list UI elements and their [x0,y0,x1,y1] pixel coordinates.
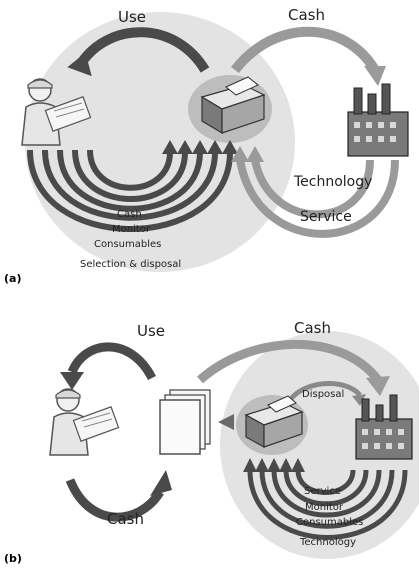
panel-a-bottom-label-2: Monitor [112,224,151,235]
panel-a: Use Cash Technology Service Cash Monitor… [4,6,409,285]
cash-arrow-b-top [196,339,382,384]
printer-icon [188,75,272,143]
panel-b-bottom-label-3: Consumables [296,517,363,528]
factory-icon [347,83,409,157]
bottom-arrows-b [247,469,408,540]
engineer-icon [49,388,120,456]
engineer-icon [21,78,92,146]
bottom-arrowheads-b [243,458,305,472]
disposal-arrowhead [352,394,366,406]
panel-a-bottom-label-4: Selection & disposal [80,259,181,270]
factory-icon [355,394,413,460]
use-arrow-b [67,342,157,381]
use-arrowhead-b [60,372,84,390]
bottom-arrowheads-a [162,140,238,154]
panel-b-disposal-label: Disposal [302,389,344,400]
cash-arrowhead-a [364,66,386,86]
cash-arrowhead-b-bottom [150,470,172,496]
panel-b-bottom-label-4: Technology [299,537,356,548]
panel-b: Use Cash Disposal Cash Service Monitor C… [4,319,419,565]
panel-a-service-label: Service [300,209,352,225]
panel-b-bottom-label-1: Service [304,486,341,497]
use-arrowhead-a [67,52,92,77]
panel-b-cash-bottom-label: Cash [107,510,144,528]
printer-to-documents-arrow [218,414,234,430]
panel-b-use-label: Use [137,322,165,340]
panel-a-use-label: Use [118,8,146,26]
cash-arrowhead-b-top [366,376,390,396]
bottom-arrows-a [27,149,233,232]
panel-b-bottom-label-2: Monitor [305,502,344,513]
cash-arrow-a [231,26,380,74]
right-arrows-a [236,159,399,238]
cash-arrow-b-bottom [65,478,164,522]
panel-a-technology-label: Technology [293,174,372,190]
panel-b-letter: (b) [4,552,22,565]
panel-a-cash-label: Cash [288,6,325,24]
printer-icon [236,395,308,455]
panel-a-bottom-label-1: Cash [117,209,142,220]
use-arrow-a [77,27,210,73]
panel-b-cash-top-label: Cash [294,319,331,337]
panel-a-bottom-label-3: Consumables [94,239,161,250]
right-arrowheads-a [231,146,264,162]
disposal-arrow [288,381,362,402]
panel-a-letter: (a) [4,272,21,285]
documents-icon [159,389,211,455]
